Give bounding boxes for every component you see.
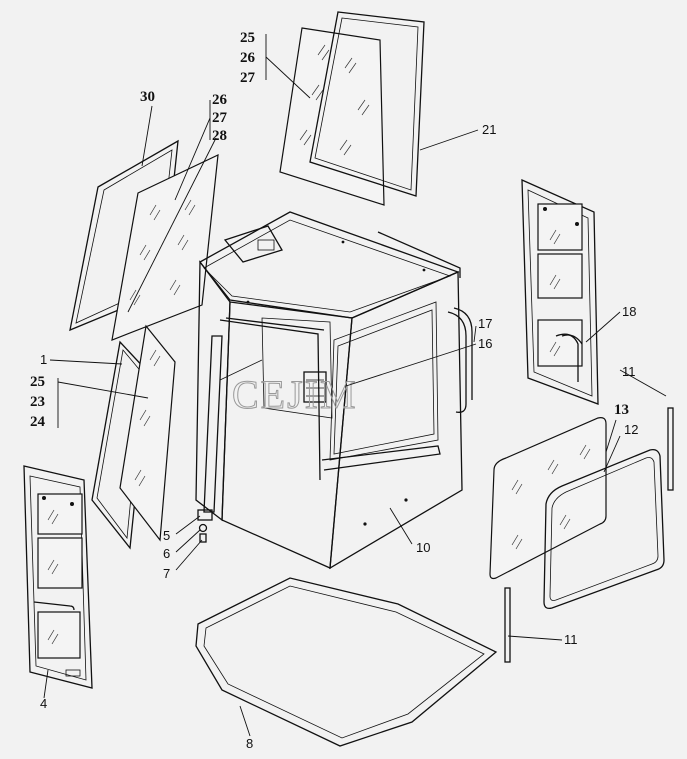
right-lower-frame [543, 448, 665, 610]
callout-28: 28 [212, 128, 227, 144]
side-window-glass [111, 153, 219, 341]
callout-23-top: 25 [240, 30, 255, 46]
seal-frame-top [309, 11, 425, 197]
callout-24-left: 23 [30, 394, 45, 410]
callout-11-upper: 11 [622, 364, 636, 379]
callout-11-lower: 11 [564, 632, 578, 647]
watermark-text: CEJIM [232, 372, 358, 417]
callout-21: 21 [482, 122, 496, 137]
front-left-glass [119, 324, 176, 542]
callout-1: 1 [40, 352, 47, 367]
callout-7: 7 [163, 566, 170, 581]
callout-8: 8 [246, 736, 253, 751]
callout-13: 13 [614, 402, 629, 418]
callout-30: 30 [140, 89, 155, 105]
callout-10: 10 [416, 540, 430, 555]
seal-strip-lower [504, 587, 511, 663]
callout-16: 16 [478, 336, 492, 351]
callout-25-top: 27 [240, 70, 256, 86]
floor-seal [195, 577, 498, 747]
rear-glass-top [279, 27, 385, 206]
leader-lines [43, 34, 667, 737]
callout-6: 6 [163, 546, 170, 561]
left-door [23, 465, 93, 689]
callout-labels: 25 26 27 21 30 26 27 28 1 25 23 24 17 16… [30, 30, 638, 751]
callout-24-top: 26 [240, 50, 256, 66]
callout-18: 18 [622, 304, 636, 319]
door-post [197, 335, 223, 543]
callout-25-left: 24 [30, 414, 46, 430]
callout-5: 5 [163, 528, 170, 543]
callout-26: 26 [212, 92, 228, 108]
cab-body [195, 211, 473, 570]
callout-4: 4 [40, 696, 47, 711]
right-door [521, 178, 599, 405]
front-left-frame [91, 340, 149, 550]
callout-23-left: 25 [30, 374, 45, 390]
callout-12: 12 [624, 422, 638, 437]
callout-17: 17 [478, 316, 492, 331]
callout-27: 27 [212, 110, 228, 126]
seal-strip-upper [667, 407, 674, 491]
